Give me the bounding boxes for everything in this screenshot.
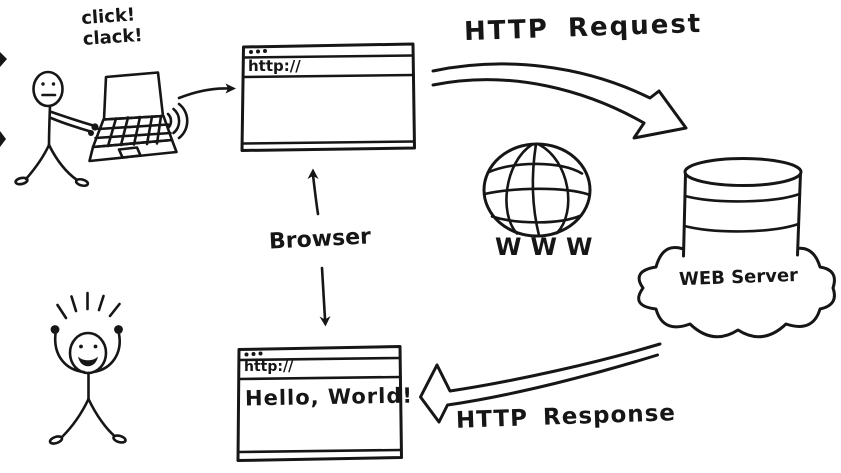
database-cylinder-icon	[682, 157, 803, 258]
hello-world-text: Hello, World!	[244, 383, 414, 411]
stick-figure-typing-icon	[14, 70, 99, 188]
http-request-arrow	[431, 62, 688, 140]
window-controls-dots-icon	[249, 49, 267, 54]
url-text-top: http://	[248, 57, 301, 75]
window-controls-dots-icon	[244, 351, 263, 357]
browser-label: Browser	[268, 224, 372, 255]
wifi-signal-icon	[166, 102, 189, 140]
click-clack-label: click! clack!	[81, 4, 144, 50]
scan-artifact	[0, 52, 7, 147]
globe-icon	[482, 142, 592, 238]
www-label: WWW	[495, 233, 602, 261]
http-response-arrow	[419, 342, 662, 424]
url-text-bottom: http://	[244, 359, 294, 375]
browser-up-arrow	[307, 168, 320, 216]
stick-figure-celebrating-icon	[48, 291, 127, 445]
browser-window-bottom	[236, 345, 403, 462]
laptop-icon	[88, 71, 178, 163]
laptop-to-browser-arrow	[177, 83, 236, 100]
clack-label: clack!	[82, 24, 144, 51]
browser-window-top	[240, 42, 416, 152]
browser-down-arrow	[319, 266, 331, 327]
web-server-label: WEB Server	[678, 264, 799, 291]
